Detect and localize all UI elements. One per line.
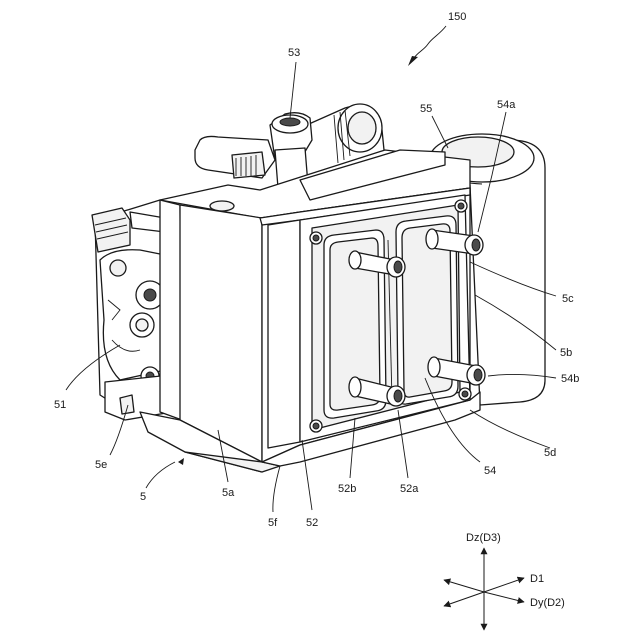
label-52a: 52a xyxy=(400,483,419,495)
label-52: 52 xyxy=(306,517,318,529)
figure-reference-arrowhead xyxy=(408,56,418,66)
housing-5 xyxy=(140,200,280,472)
leader-5f xyxy=(273,466,280,512)
figure-reference-leader xyxy=(414,26,446,58)
label-150: 150 xyxy=(448,11,466,23)
axis-dy-neg xyxy=(444,580,484,592)
label-5f: 5f xyxy=(268,517,278,529)
label-55: 55 xyxy=(420,103,432,115)
axis-label-d1: D1 xyxy=(530,573,544,585)
label-54b: 54b xyxy=(561,373,579,385)
leader-5d xyxy=(470,410,550,448)
label-54: 54 xyxy=(484,465,496,477)
axis-dy-pos xyxy=(484,592,524,602)
figure-reference: 150 xyxy=(408,11,466,66)
axis-d1-neg xyxy=(444,592,484,606)
leader-53 xyxy=(290,62,296,118)
coordinate-axes: Dz(D3) D1 Dy(D2) xyxy=(444,532,565,630)
label-5: 5 xyxy=(140,491,146,503)
axis-label-dz: Dz(D3) xyxy=(466,532,501,544)
axis-label-dy: Dy(D2) xyxy=(530,597,565,609)
axis-d1-pos xyxy=(484,578,524,592)
label-54a: 54a xyxy=(497,99,516,111)
label-51: 51 xyxy=(54,399,66,411)
label-52b: 52b xyxy=(338,483,356,495)
leader-5 xyxy=(146,462,175,488)
label-53: 53 xyxy=(288,47,300,59)
label-5b: 5b xyxy=(560,347,572,359)
label-5c: 5c xyxy=(562,293,574,305)
label-5a: 5a xyxy=(222,487,235,499)
leader-5-arrowhead xyxy=(178,458,184,465)
label-5e: 5e xyxy=(95,459,107,471)
label-5d: 5d xyxy=(544,447,556,459)
